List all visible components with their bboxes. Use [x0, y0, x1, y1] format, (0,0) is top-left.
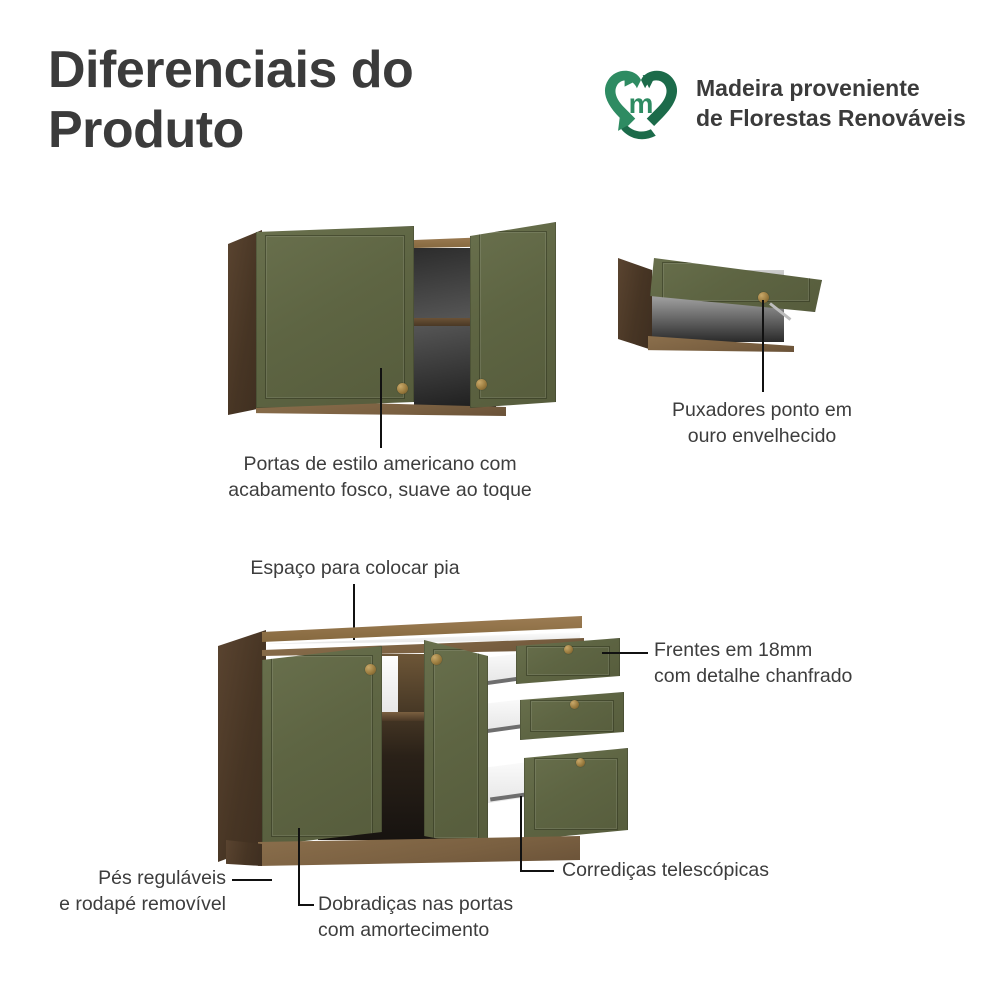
door-panel-detail — [433, 649, 479, 839]
leader-line-frentes — [602, 652, 648, 654]
logo-text-line2: de Florestas Renováveis — [696, 105, 966, 131]
cabinet-shelf — [414, 318, 496, 326]
caption-corredicas: Corrediças telescópicas — [562, 858, 862, 884]
leader-line-espaco-pia — [353, 584, 355, 640]
cabinet-door-left — [256, 226, 414, 408]
drawer-front-bottom — [524, 748, 628, 840]
plinth-side — [226, 840, 262, 866]
door-knob — [431, 654, 442, 665]
leader-line-corredicas-vertical — [520, 796, 522, 872]
logo-letter: m — [629, 88, 654, 119]
caption-espaco-pia: Espaço para colocar pia — [215, 556, 495, 582]
door-panel-detail — [265, 235, 405, 399]
logo-text-line1: Madeira proveniente — [696, 74, 920, 101]
caption-portas-americano: Portas de estilo americano com acabament… — [190, 452, 570, 504]
leader-line-puxadores — [762, 300, 764, 392]
page-title-line1: Diferenciais do — [48, 41, 414, 99]
caption-pes-reguláveis: Pés reguláveis e rodapé removível — [40, 866, 226, 918]
wall-cabinet-flip-door-illustration — [618, 250, 838, 362]
certification-logo-text: Madeira proveniente de Florestas Renováv… — [696, 73, 966, 134]
base-cabinet-illustration — [218, 608, 638, 888]
caption-line1: Espaço para colocar pia — [250, 557, 460, 579]
caption-line1: Portas de estilo americano com — [243, 453, 517, 475]
caption-line1: Dobradiças nas portas — [318, 893, 514, 915]
leader-line-dobradicas-horizontal — [298, 904, 314, 906]
drawer-panel-detail — [534, 758, 618, 830]
drawer-knob — [576, 758, 585, 767]
drawer-front-top — [516, 638, 620, 684]
wall-cabinet-two-door-illustration — [228, 218, 578, 423]
caption-line2: acabamento fosco, suave ao toque — [228, 478, 532, 501]
caption-frentes-18mm: Frentes em 18mm com detalhe chanfrado — [654, 638, 884, 690]
caption-line1: Puxadores ponto em — [672, 399, 852, 421]
caption-line1: Corrediças telescópicas — [562, 859, 770, 881]
cabinet-side-panel — [218, 630, 266, 862]
cabinet-door-right-open — [470, 222, 556, 408]
cabinet-side-panel — [618, 258, 652, 350]
base-door-right-open — [424, 640, 488, 848]
door-panel-detail — [662, 262, 810, 302]
caption-puxadores-ouro: Puxadores ponto em ouro envelhecido — [630, 398, 894, 450]
door-knob — [476, 379, 487, 390]
caption-line2: ouro envelhecido — [687, 424, 837, 447]
certification-logo-block: m Madeira proveniente de Florestas Renov… — [600, 62, 966, 144]
recycle-heart-logo-icon: m — [604, 70, 678, 140]
drawer-knob — [564, 645, 573, 654]
caption-dobradicas: Dobradiças nas portas com amortecimento — [318, 892, 568, 944]
leader-line-portas — [380, 368, 382, 448]
drawer-front-middle — [520, 692, 624, 740]
door-panel-detail — [479, 231, 547, 399]
door-knob — [397, 383, 408, 394]
base-door-left — [262, 646, 382, 846]
caption-line1: Frentes em 18mm — [654, 639, 813, 661]
caption-line2: com amortecimento — [318, 918, 490, 941]
leader-line-pes — [232, 879, 272, 881]
drawer-knob — [570, 700, 579, 709]
caption-line2: com detalhe chanfrado — [654, 664, 853, 687]
caption-line1: Pés reguláveis — [98, 867, 226, 889]
caption-line2: e rodapé removível — [59, 892, 226, 915]
page-title-line2: Produto — [48, 101, 244, 160]
page-title: Diferenciais do Produto — [48, 40, 568, 161]
leader-line-corredicas-horizontal — [520, 870, 554, 872]
flip-door-knob — [758, 292, 769, 303]
leader-line-dobradicas-vertical — [298, 828, 300, 906]
door-panel-detail — [271, 655, 373, 837]
door-knob — [365, 664, 376, 675]
